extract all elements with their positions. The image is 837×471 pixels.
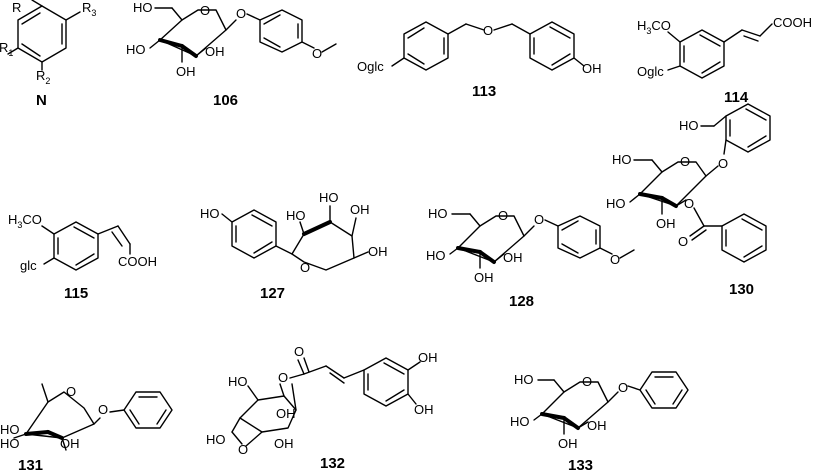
oh-label: OH [368, 244, 388, 259]
ho-label: HO [428, 206, 448, 221]
carbonyl-oxygen: O [294, 344, 304, 359]
cooh-label: COOH [118, 254, 157, 269]
benzene-ring [259, 9, 303, 53]
r-label: R [12, 0, 21, 15]
compound-114: H3CO Oglc COOH 114 [637, 15, 812, 106]
glycosidic-oxygen: O [98, 402, 108, 417]
ho-label: HO [286, 208, 306, 223]
benzene-ring [725, 103, 771, 153]
compound-130: HO O O HO HO OH O O 130 [606, 103, 771, 298]
ether-oxygen: O [483, 23, 493, 38]
carbonyl-oxygen: O [678, 234, 688, 249]
cooh-label: COOH [773, 15, 812, 30]
benzene-ring [557, 215, 601, 259]
ho-label: HO [426, 248, 446, 263]
carbonyl-oxygen: O [238, 442, 248, 457]
compound-label-130: 130 [729, 281, 754, 298]
compound-label-133: 133 [568, 457, 593, 471]
compound-label-132: 132 [320, 455, 345, 471]
ho-label: HO [206, 432, 226, 447]
ho-label: HO [0, 422, 20, 437]
benzene-ring [721, 213, 767, 263]
ring-oxygen: O [300, 260, 310, 275]
compound-128: O HO HO OH OH O O 128 [426, 206, 635, 310]
ho-label: HO [606, 196, 626, 211]
oh-label: OH [582, 61, 602, 76]
glycosidic-oxygen: O [534, 212, 544, 227]
compound-133: O HO HO OH OH O 133 [510, 371, 689, 471]
pyranose-ring [639, 161, 707, 207]
ester-oxygen: O [684, 196, 694, 211]
glycosidic-oxygen: O [236, 6, 246, 21]
oh-label: OH [350, 202, 370, 217]
benzene-ring [679, 29, 725, 79]
r2-label: R2 [36, 68, 50, 86]
glycosidic-oxygen: O [618, 380, 628, 395]
oh-label: OH [60, 436, 80, 451]
methoxy-label: H3CO [8, 212, 42, 230]
methoxy-oxygen: O [610, 252, 620, 267]
compound-label-127: 127 [260, 285, 285, 302]
ring-oxygen: O [498, 208, 508, 223]
ring-oxygen: O [200, 3, 210, 18]
compound-label-131: 131 [18, 457, 43, 471]
methoxy-oxygen: O [312, 46, 322, 61]
compound-131: O HO HO OH O 131 [0, 383, 173, 471]
compound-132: O O OH OH HO OH OH HO O 132 [206, 344, 438, 471]
compound-label-106: 106 [213, 92, 238, 109]
ho-label: HO [319, 190, 339, 205]
ester-oxygen: O [278, 370, 288, 385]
methoxy-label: H3CO [637, 18, 671, 36]
oh-label: OH [503, 250, 523, 265]
glc-label: glc [20, 258, 37, 273]
compound-label-115: 115 [64, 285, 88, 302]
ho-label: HO [0, 436, 20, 451]
compound-115: H3CO glc COOH 115 [8, 212, 157, 302]
benzene-ring [231, 209, 277, 259]
glycosidic-oxygen: O [718, 156, 728, 171]
benzene-ring [403, 21, 449, 71]
benzene-ring [639, 371, 689, 409]
ho-label: HO [133, 0, 153, 15]
oh-label: OH [656, 216, 676, 231]
ring-oxygen: O [66, 384, 76, 399]
ho-label: HO [514, 372, 534, 387]
compound-label-114: 114 [724, 89, 749, 106]
ho-label: HO [510, 414, 530, 429]
ho-label: HO [679, 118, 699, 133]
ho-label: HO [612, 152, 632, 167]
ho-label: HO [126, 42, 146, 57]
oh-label: OH [274, 436, 294, 451]
ho-label: HO [200, 206, 220, 221]
compound-127: HO HO HO OH OH O 127 [200, 190, 388, 302]
r1-label: R1 [0, 40, 13, 58]
compound-label-128: 128 [509, 293, 534, 310]
benzene-ring [53, 221, 99, 271]
oh-label: OH [474, 270, 494, 285]
oh-label: OH [558, 436, 578, 451]
compound-113: Oglc O OH 113 [357, 21, 602, 100]
benzene-ring [529, 21, 575, 71]
compound-label-N: N [36, 92, 47, 109]
oglc-label: Oglc [637, 64, 664, 79]
benzene-ring [363, 357, 409, 407]
benzene-ring [17, 5, 67, 63]
oh-label: OH [276, 406, 296, 421]
oh-label: OH [418, 350, 438, 365]
oh-label: OH [176, 64, 196, 79]
oglc-label: Oglc [357, 59, 384, 74]
ring-oxygen: O [582, 374, 592, 389]
compound-106: O HO HO OH OH O O 106 [126, 0, 337, 109]
compound-label-113: 113 [472, 83, 496, 100]
oh-label: OH [414, 402, 434, 417]
oh-label: OH [587, 418, 607, 433]
compound-N: R R3 R1 R2 N [0, 0, 96, 109]
ho-label: HO [228, 374, 248, 389]
ring-oxygen: O [680, 154, 690, 169]
oh-label: OH [205, 44, 225, 59]
benzene-ring [123, 391, 173, 429]
r3-label: R3 [82, 0, 96, 18]
